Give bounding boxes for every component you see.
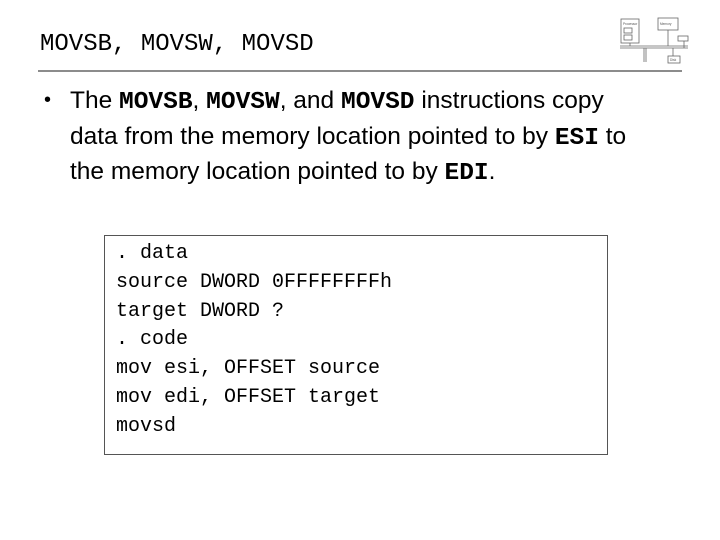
register-edi: EDI — [444, 160, 489, 187]
title-divider — [38, 70, 682, 72]
bullet-text-part: The — [70, 87, 120, 114]
instruction-movsb: MOVSB — [119, 89, 193, 116]
logo-label-memory: Memory — [660, 22, 672, 26]
bullet-text-part: to the memory location pointed to by — [70, 122, 627, 186]
code-line: source DWORD 0FFFFFFFFh — [116, 270, 393, 294]
code-line: mov esi, OFFSET source — [116, 357, 381, 381]
bullet-text-part: . — [488, 158, 496, 185]
bullet-text-part: instructions copy data from the memory l… — [70, 87, 604, 150]
code-line: movsd — [116, 414, 177, 438]
logo-label-processor: Processor — [623, 22, 638, 26]
bullet-text-part: , and — [279, 87, 341, 114]
block-diagram-logo-icon: Processor Memory Disk — [620, 17, 689, 64]
bullet-text: The MOVSB, MOVSW, and MOVSD instructions… — [70, 84, 644, 191]
bullet-dot: • — [44, 89, 52, 111]
instruction-movsw: MOVSW — [206, 89, 280, 116]
bullet-point: • The MOVSB, MOVSW, and MOVSD instructio… — [44, 84, 644, 191]
code-example-box: . data source DWORD 0FFFFFFFFh target DWOR… — [104, 235, 608, 455]
logo-label-disk: Disk — [670, 58, 677, 62]
code-line: target DWORD ? — [116, 299, 285, 323]
slide-title: MOVSB, MOVSW, MOVSD — [40, 31, 314, 58]
code-line: . data — [116, 242, 189, 265]
bullet-text-part: , — [192, 87, 207, 114]
code-line: mov edi, OFFSET target — [116, 385, 381, 409]
register-esi: ESI — [554, 124, 599, 152]
code-line: . code — [116, 328, 189, 352]
instruction-movsd: MOVSD — [341, 89, 415, 116]
